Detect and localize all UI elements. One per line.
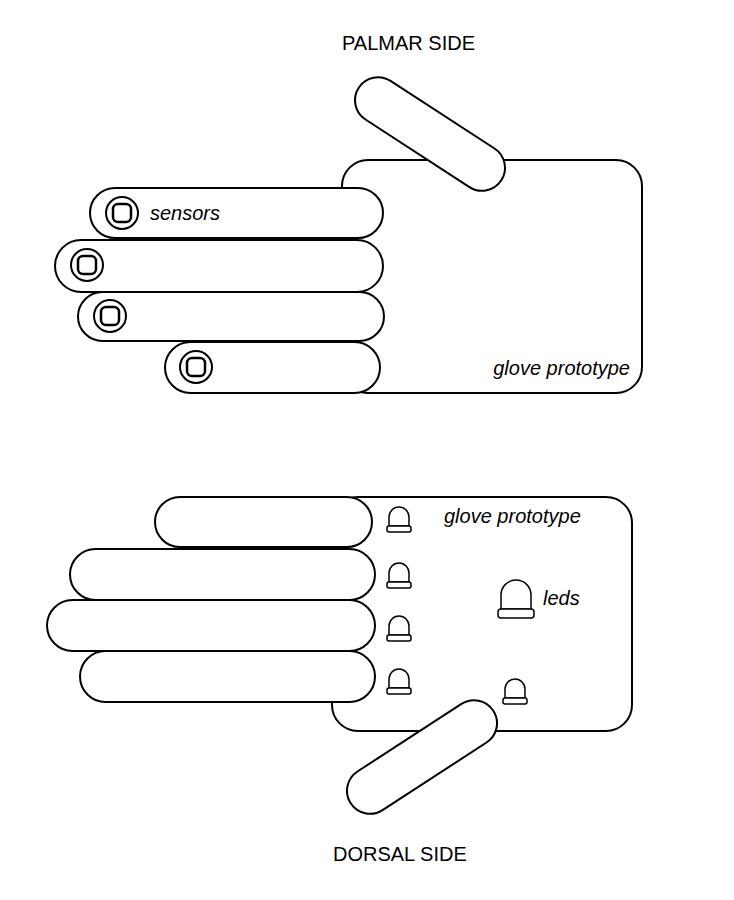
finger (155, 497, 372, 547)
finger: sensors (90, 188, 383, 238)
sensor-symbol (106, 197, 138, 229)
glove-palm: glove prototype leds (332, 497, 632, 731)
part-label: leds (543, 586, 580, 610)
led-symbol (498, 580, 534, 618)
palm-outline (342, 160, 642, 393)
finger (55, 240, 383, 292)
palm-outline (332, 497, 632, 731)
led-symbols (387, 507, 534, 704)
finger (47, 600, 375, 651)
part-label: glove prototype (493, 356, 630, 380)
glove-palm: glove prototype (342, 160, 642, 393)
part-label: sensors (150, 201, 220, 225)
sensor-symbol (71, 249, 103, 281)
dorsal-glove (47, 497, 632, 823)
finger (90, 188, 383, 238)
thumb (338, 691, 506, 822)
led-symbol (503, 679, 527, 704)
thumb (346, 68, 514, 199)
palmar-glove (55, 68, 642, 393)
led-symbol (387, 563, 411, 588)
sensor-symbol (94, 300, 126, 332)
sensor-symbol (180, 351, 212, 383)
finger (80, 651, 375, 702)
finger (165, 342, 380, 393)
side-label: PALMAR SIDE (342, 31, 475, 55)
led-symbol (387, 507, 411, 532)
led-symbol (387, 669, 411, 694)
led-symbol (387, 616, 411, 641)
finger (70, 549, 375, 600)
part-label: glove prototype (444, 504, 581, 528)
finger (78, 292, 384, 341)
side-label: DORSAL SIDE (333, 842, 467, 866)
